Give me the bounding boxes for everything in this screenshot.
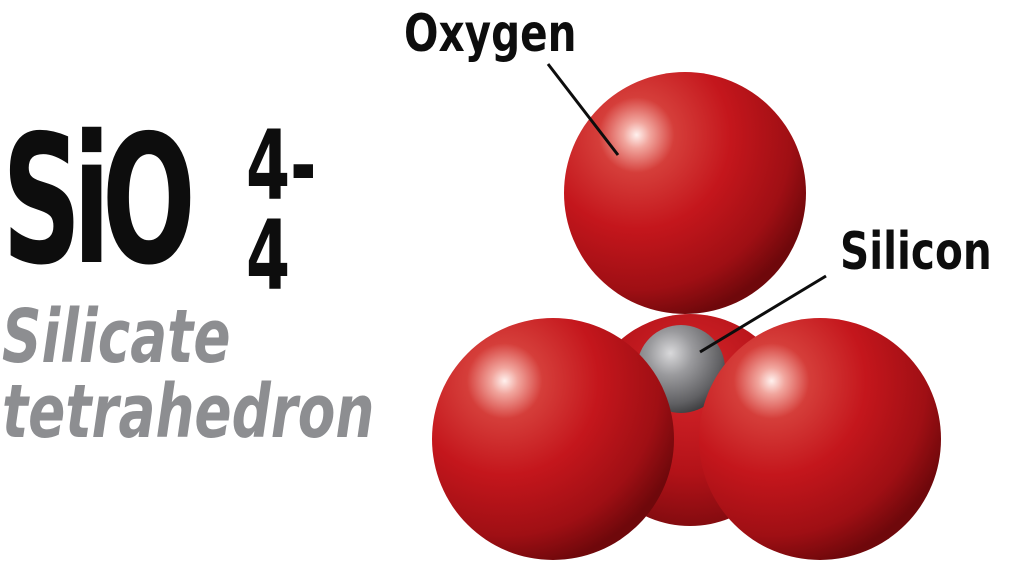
- caption-line-1: Silicate: [2, 294, 231, 380]
- silicon-leader-line: [699, 274, 827, 354]
- chemical-formula: SiO 4- 4: [0, 97, 400, 312]
- silicon-label: Silicon: [840, 222, 992, 282]
- oxygen-label: Oxygen: [404, 4, 577, 64]
- oxygen-atom-bottom-right: [699, 318, 941, 560]
- oxygen-atom-top: [564, 72, 806, 314]
- caption-line-2: tetrahedron: [2, 369, 375, 455]
- oxygen-leader-line: [546, 63, 620, 156]
- formula-subscript: 4: [246, 200, 291, 312]
- oxygen-atom-bottom-left: [432, 318, 674, 560]
- formula-base: SiO: [2, 97, 196, 304]
- formula-charge: 4-: [246, 110, 317, 222]
